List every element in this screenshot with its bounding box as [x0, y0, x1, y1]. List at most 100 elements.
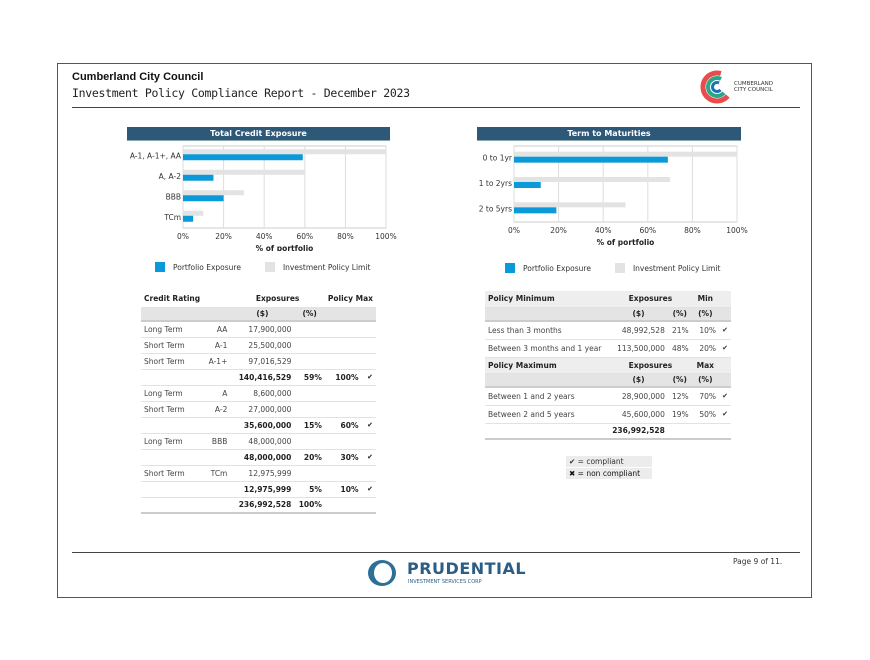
term-type: Short Term: [141, 465, 204, 482]
grand-total-amount: 236,992,528: [230, 497, 295, 514]
col-exposures: Exposures: [230, 291, 325, 308]
x-tick-label: 40%: [595, 226, 612, 235]
amount: 8,600,000: [230, 385, 295, 402]
exposure-bar: [514, 156, 668, 163]
pct: 21%: [667, 321, 692, 340]
header-divider: [72, 107, 800, 108]
rating-code: TCm: [203, 465, 231, 482]
prudential-ring-icon: [368, 560, 396, 586]
grand-total-row: 236,992,528: [485, 423, 731, 440]
blank-cell: [203, 291, 231, 308]
term-type: Long Term: [141, 433, 204, 450]
row-label: Less than 3 months: [485, 321, 610, 340]
maturity-chart-title: Term to Maturities: [477, 127, 741, 141]
subtotal-pct: 20%: [294, 449, 325, 466]
col-limit-pct: (%): [691, 307, 719, 322]
col-credit-rating: Credit Rating: [141, 291, 204, 308]
col-dollars: ($): [609, 373, 668, 388]
rating-code: A: [203, 385, 231, 402]
col-limit: Max: [691, 357, 719, 374]
limit-bar: [183, 149, 386, 155]
col-dollars: ($): [609, 307, 668, 322]
council-logo-icon: [700, 70, 734, 104]
amount: 12,975,999: [230, 465, 295, 482]
council-logo-text: CUMBERLAND CITY COUNCIL: [734, 81, 773, 93]
page-frame: [57, 63, 812, 598]
report-org-title: Cumberland City Council: [72, 71, 204, 83]
amount: 17,900,000: [230, 321, 295, 338]
amount: 113,500,000: [609, 339, 668, 358]
term-type: Long Term: [141, 385, 204, 402]
col-policy-max: Policy Max: [324, 291, 376, 308]
limit: 10%: [691, 321, 719, 340]
grand-total-pct: 100%: [294, 497, 325, 514]
exposure-bar: [183, 215, 194, 222]
report-subtitle: Investment Policy Compliance Report - De…: [72, 86, 410, 100]
policy-max: 100%: [324, 369, 362, 386]
row-label: Between 2 and 5 years: [485, 405, 610, 424]
key-non-compliant: ✖ = non compliant: [566, 468, 652, 479]
section-label: Policy Maximum: [485, 357, 610, 374]
pct: 19%: [667, 405, 692, 424]
term-type: Short Term: [141, 353, 204, 370]
limit-bar: [183, 169, 305, 175]
section-label: Policy Minimum: [485, 291, 610, 308]
amount: 27,000,000: [230, 401, 295, 418]
amount: 97,016,529: [230, 353, 295, 370]
x-tick-label: 80%: [337, 232, 354, 241]
limit-bar: [514, 151, 737, 157]
x-tick-label: 20%: [215, 232, 232, 241]
col-limit-pct: (%): [691, 373, 719, 388]
legend-swatch-exposure: [505, 263, 515, 273]
subtotal-pct: 59%: [294, 369, 325, 386]
subtotal-pct: 15%: [294, 417, 325, 434]
amount: 25,500,000: [230, 337, 295, 354]
policy-max: 60%: [324, 417, 362, 434]
subtotal-amount: 48,000,000: [230, 449, 295, 466]
legend-exposure-label: Portfolio Exposure: [523, 263, 591, 273]
subtotal-amount: 35,600,000: [230, 417, 295, 434]
term-type: Short Term: [141, 401, 204, 418]
legend-swatch-limit: [264, 262, 275, 272]
grand-total-amount: 236,992,528: [609, 423, 668, 440]
x-axis-label: % of portfolio: [597, 238, 655, 247]
policy-max: 30%: [324, 449, 362, 466]
compliant-check-icon: ✔: [361, 417, 376, 434]
legend-limit-label: Investment Policy Limit: [282, 262, 371, 272]
legend-limit-label: Investment Policy Limit: [632, 263, 721, 273]
y-category-label: A-1, A-1+, AA: [130, 151, 182, 160]
legend-swatch-limit: [614, 263, 625, 273]
amount: 45,600,000: [609, 405, 668, 424]
x-tick-label: 20%: [550, 226, 567, 235]
pct: 12%: [667, 387, 692, 406]
rating-code: A-2: [203, 401, 231, 418]
x-tick-label: 80%: [684, 226, 701, 235]
x-tick-label: 100%: [375, 232, 396, 241]
row-label: Between 1 and 2 years: [485, 387, 610, 406]
prudential-logo: PRUDENTIAL INVESTMENT SERVICES CORP: [366, 558, 526, 588]
rating-code: A-1+: [203, 353, 231, 370]
rating-code: BBB: [203, 433, 231, 450]
table-subheader-row: ($)(%)(%): [485, 307, 731, 322]
exposure-bar: [514, 207, 557, 214]
credit-chart-title: Total Credit Exposure: [127, 127, 390, 141]
compliant-check-icon: ✔: [718, 339, 731, 358]
x-axis-label: % of portfolio: [256, 244, 314, 251]
col-exposures: Exposures: [609, 357, 692, 374]
limit: 20%: [691, 339, 719, 358]
exposure-bar: [183, 154, 303, 161]
